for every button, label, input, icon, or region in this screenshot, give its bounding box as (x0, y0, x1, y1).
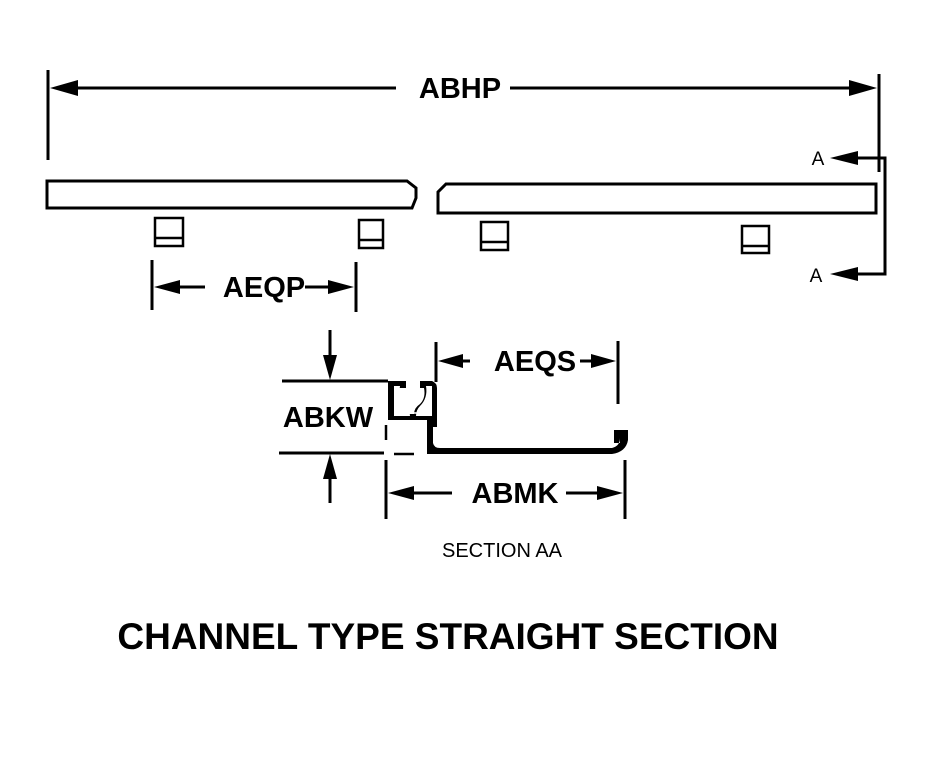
channel-piece-left (45, 179, 418, 210)
abhp-dimension: ABHP (46, 70, 881, 172)
arrow-right-icon (328, 280, 354, 294)
arrow-left-icon (830, 267, 858, 281)
arrow-right-icon (591, 354, 616, 368)
aeqs-dimension: AEQS (434, 341, 620, 404)
arrow-left-icon (154, 280, 180, 294)
aeqs-label: AEQS (494, 346, 576, 378)
arrow-right-icon (597, 486, 623, 500)
arrow-right-icon (849, 80, 877, 96)
clip (153, 216, 185, 248)
arrow-left-icon (830, 151, 858, 165)
clip (740, 224, 771, 255)
aeqp-dimension: AEQP (150, 260, 358, 312)
channel-profile-section (384, 381, 628, 456)
section-cut-line (857, 156, 887, 276)
arrow-up-icon (323, 454, 337, 479)
abhp-label: ABHP (419, 73, 501, 105)
aeqp-label: AEQP (223, 272, 305, 304)
abmk-label: ABMK (472, 478, 559, 510)
clip (357, 218, 385, 250)
section-marker-top: A (812, 149, 825, 170)
section-marker-bottom: A (810, 266, 823, 287)
drawing-title: CHANNEL TYPE STRAIGHT SECTION (117, 616, 778, 657)
abmk-dimension: ABMK (384, 460, 627, 519)
abkw-dimension: ABKW (279, 330, 388, 503)
section-cut-marker: A A (810, 149, 887, 287)
arrow-down-icon (323, 355, 337, 380)
arrow-left-icon (388, 486, 414, 500)
section-caption: SECTION AA (442, 540, 563, 562)
arrow-left-icon (438, 354, 463, 368)
arrow-left-icon (50, 80, 78, 96)
abkw-label: ABKW (283, 402, 374, 434)
channel-piece-right (436, 182, 878, 215)
clip (479, 220, 510, 252)
channel-profile (427, 420, 628, 454)
